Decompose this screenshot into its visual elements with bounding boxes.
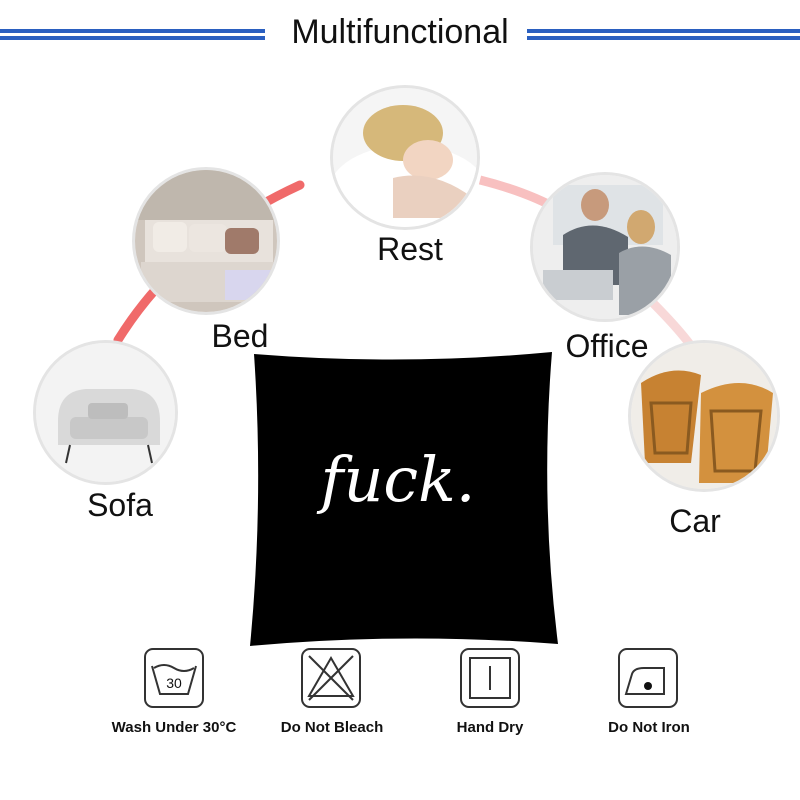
wash-30-icon: 30	[144, 648, 204, 708]
care-label-iron: Do Not Iron	[608, 719, 690, 736]
pillow-print-text: fuck.	[320, 443, 476, 516]
care-label-wash: Wash Under 30°C	[111, 719, 237, 736]
bed-label: Bed	[211, 318, 269, 354]
header-rule-right	[527, 29, 800, 40]
rest-label: Rest	[377, 231, 443, 267]
sofa-label: Sofa	[87, 487, 153, 523]
office-photo	[530, 172, 680, 322]
header-rule-left	[0, 29, 265, 40]
hand-dry-icon	[460, 648, 520, 708]
sofa-photo	[33, 340, 178, 485]
page-title: Multifunctional	[291, 13, 509, 51]
do-not-bleach-icon	[301, 648, 361, 708]
bed-photo	[132, 167, 280, 315]
care-label-dry: Hand Dry	[456, 719, 524, 736]
pillow-product	[250, 352, 558, 646]
office-label: Office	[565, 328, 649, 364]
car-seat-photo	[628, 340, 780, 492]
do-not-iron-icon	[618, 648, 678, 708]
wash-temperature-value: 30	[166, 675, 182, 691]
care-label-bleach: Do Not Bleach	[280, 719, 384, 736]
car-label: Car	[669, 503, 721, 539]
rest-photo	[330, 85, 480, 230]
